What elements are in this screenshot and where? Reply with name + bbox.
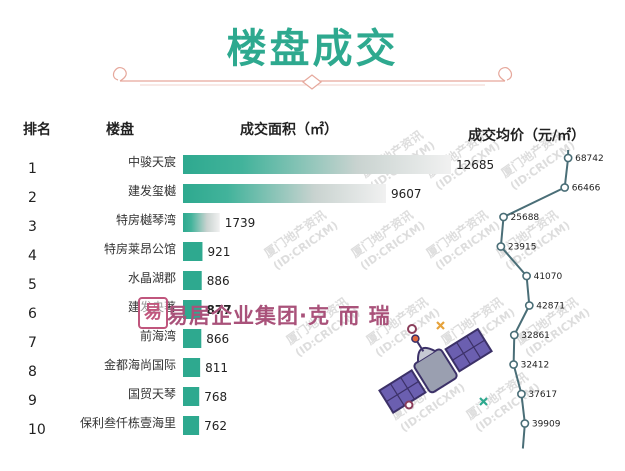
area-value-label: 9607 (391, 187, 422, 201)
brand-watermark: 易居企业集团·克 而 瑞 (167, 304, 391, 328)
project-label: 国贸天琴 (128, 387, 176, 401)
area-value-label: 877 (207, 303, 232, 317)
satellite-icon (378, 327, 493, 414)
project-label: 特房莱昂公馆 (104, 241, 176, 256)
rank-label: 3 (28, 219, 37, 235)
area-value-label: 886 (207, 274, 230, 288)
antenna-tip (411, 334, 420, 343)
area-bar (183, 271, 202, 290)
area-bar (183, 300, 202, 319)
panel-grid (452, 339, 486, 361)
price-value-label: 32861 (521, 331, 550, 341)
rank-label: 8 (28, 364, 37, 380)
rank-label: 1 (28, 161, 37, 177)
price-point (517, 389, 526, 399)
sparkle-icon (479, 397, 488, 406)
rank-label: 10 (28, 422, 46, 438)
area-value-label: 12685 (456, 158, 494, 172)
price-value-label: 32412 (521, 361, 550, 371)
price-value-label: 23915 (508, 243, 537, 253)
project-label: 金都海尚国际 (104, 357, 176, 372)
area-bar (183, 242, 203, 261)
area-bar (183, 416, 200, 435)
area-value-label: 866 (206, 332, 229, 346)
column-headers: 排名 楼盘 成交面积（㎡） 成交均价（元/㎡） (23, 121, 585, 144)
price-point (509, 360, 519, 369)
area-bar (183, 213, 220, 232)
price-point (520, 419, 530, 428)
price-point (522, 271, 532, 281)
sparkle-icon (404, 400, 414, 410)
header-rank: 排名 (23, 121, 51, 138)
area-value-label: 921 (207, 245, 230, 259)
price-value-label: 25688 (511, 213, 540, 223)
project-label: 中骏天宸 (128, 154, 176, 169)
title-ornament (112, 66, 513, 90)
rank-label: 5 (28, 277, 37, 293)
price-point (560, 183, 570, 192)
rank-label: 4 (28, 248, 37, 264)
ornament-diamond (302, 74, 322, 90)
ornament-scroll (498, 66, 513, 82)
brand-logo-icon: 易 (138, 297, 168, 329)
rank-label: 7 (28, 335, 37, 351)
project-label: 特房樾琴湾 (116, 212, 176, 227)
project-label: 前海湾 (140, 328, 176, 343)
satellite-body (413, 348, 458, 394)
price-value-label: 66466 (572, 184, 601, 194)
area-bar (183, 155, 451, 174)
satellite-antenna (416, 340, 425, 352)
price-value-label: 37617 (528, 390, 557, 400)
price-point (509, 330, 519, 340)
price-value-label: 68742 (575, 154, 604, 164)
area-bar (183, 184, 386, 203)
sparkle-icon (407, 324, 417, 334)
area-value-label: 811 (205, 361, 228, 375)
area-value-label: 762 (204, 419, 227, 433)
price-value-label: 39909 (532, 420, 561, 430)
price-value-label: 41070 (534, 272, 563, 282)
ornament-scroll (112, 66, 127, 82)
area-value-label: 1739 (225, 216, 256, 230)
page-title: 楼盘成交 (226, 26, 399, 72)
price-point (499, 212, 508, 222)
project-label: 建发玺樾 (128, 183, 176, 198)
price-point (524, 301, 534, 310)
watermark-tile: 厦门地产资讯(ID:CRICXM) (463, 369, 542, 435)
watermark-tile: 厦门地产资讯(ID:CRICXM) (348, 207, 427, 273)
project-label: 水晶湖郡 (128, 270, 176, 285)
price-point (496, 242, 506, 251)
rank-label: 2 (28, 190, 37, 206)
satellite-illustration (378, 321, 493, 414)
area-bar (183, 387, 200, 406)
rank-label: 9 (28, 393, 37, 409)
price-point (563, 153, 573, 163)
price-value-label: 42871 (536, 302, 565, 312)
area-bar (183, 358, 201, 377)
area-bar (183, 329, 202, 348)
sparkle-icon (436, 321, 445, 330)
panel-grid (386, 380, 419, 403)
watermark-tile: 厦门地产资讯(ID:CRICXM) (423, 207, 502, 273)
area-value-label: 768 (204, 390, 227, 404)
bars-layer: 1 中骏天宸 12685 2 建发玺樾 9607 3 特房樾琴湾 1739 4 特房莱昂公馆 921 5… (28, 154, 494, 438)
header-price: 成交均价（元/㎡） (468, 127, 585, 144)
watermark-tile: 厦门地产资讯(ID:CRICXM) (261, 207, 340, 273)
header-area: 成交面积（㎡） (240, 121, 338, 138)
rank-label: 6 (28, 306, 37, 322)
project-label: 保利叁仟栋壹海里 (80, 415, 176, 430)
price-line-layer: 68742 66466 25688 23915 41070 42871 32861 32412… (496, 150, 604, 449)
header-project: 楼盘 (106, 121, 134, 138)
